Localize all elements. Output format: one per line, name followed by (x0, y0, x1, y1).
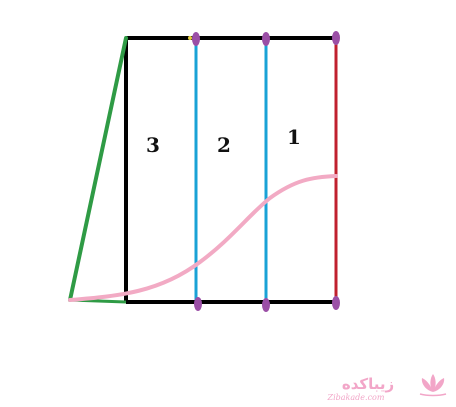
sigmoid-curve (68, 174, 338, 302)
watermark-persian-text: زیباکده (342, 375, 394, 393)
region-label-2: 2 (217, 133, 231, 157)
watermark-latin-text: Zibakade.com (327, 393, 385, 402)
node-top-2 (262, 32, 270, 46)
lotus-flower-icon (419, 374, 447, 397)
node-top-accent (188, 36, 192, 40)
node-top-3 (332, 31, 340, 45)
node-bottom-2 (262, 298, 270, 312)
region-label-3: 3 (146, 133, 160, 157)
node-top-1 (192, 32, 200, 46)
watermark: زیباکده Zibakade.com (327, 374, 447, 402)
node-bottom-1 (194, 297, 202, 311)
region-label-1: 1 (287, 125, 301, 149)
slanted-line (68, 36, 128, 302)
node-bottom-3 (332, 296, 340, 310)
